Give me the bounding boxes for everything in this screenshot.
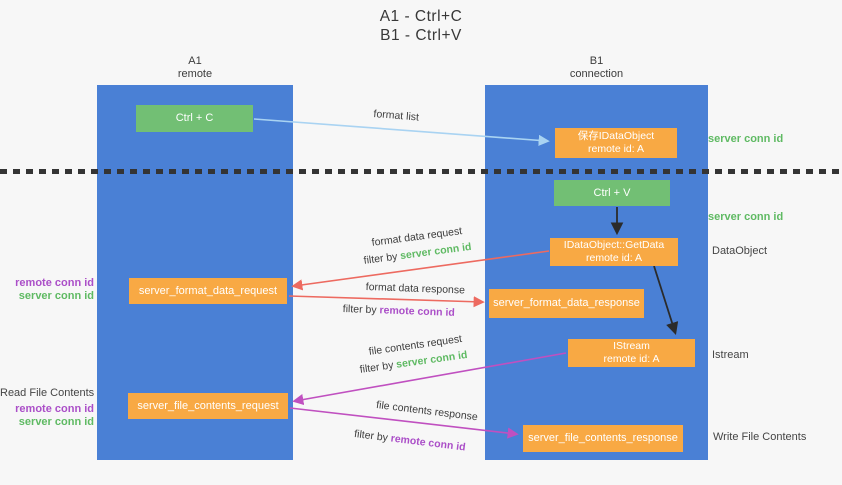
format-data-response-filter-label: filter by remote conn id <box>343 303 455 319</box>
save-idataobject-line2: remote id: A <box>587 143 645 155</box>
lifeline-b1-role: connection <box>569 68 624 80</box>
server-file-contents-response-node: server_file_contents_response <box>523 425 683 452</box>
ctrl-c-label: Ctrl + C <box>175 112 214 124</box>
filter-by-text: filter by <box>359 358 398 376</box>
session-divider <box>0 169 842 174</box>
diagram-title: A1 - Ctrl+C B1 - Ctrl+V <box>0 7 842 45</box>
ctrl-c-node: Ctrl + C <box>136 105 253 132</box>
lifeline-a1-name: A1 <box>188 55 202 67</box>
server-conn-id-annotation: server conn id <box>18 290 94 302</box>
format-data-response-arrow <box>288 295 485 308</box>
istream-line1: IStream <box>613 340 650 352</box>
read-file-contents-annotation: Read File Contents <box>0 387 95 399</box>
format-list-label: format list <box>373 108 420 124</box>
title-line-1: A1 - Ctrl+C <box>379 8 463 25</box>
format-data-response-label: format data response <box>365 281 466 297</box>
istream-annotation: Istream <box>712 349 749 361</box>
server-file-contents-response-label: server_file_contents_response <box>528 432 678 444</box>
server-conn-id-annotation: server conn id <box>18 416 94 428</box>
istream-line2: remote id: A <box>603 353 660 365</box>
server-file-contents-request-node: server_file_contents_request <box>128 393 288 419</box>
file-contents-response-filter-label: filter by remote conn id <box>354 428 467 454</box>
server-format-data-response-label: server_format_data_response <box>493 297 640 309</box>
remote-conn-id-text: remote conn id <box>390 432 467 454</box>
lifeline-b1-name: B1 <box>589 55 604 67</box>
server-conn-id-annotation-mid: server conn id <box>708 211 784 223</box>
server-conn-id-text: server conn id <box>399 240 473 263</box>
title-line-2: B1 - Ctrl+V <box>380 27 462 44</box>
filter-by-text: filter by <box>353 428 392 445</box>
file-conn-id-annotations: remote conn id server conn id <box>0 403 94 429</box>
save-idataobject-node: 保存IDataObject remote id: A <box>555 128 677 158</box>
lifeline-a1-role: remote <box>177 68 213 80</box>
file-contents-response-label: file contents response <box>375 399 479 424</box>
lifeline-a1-header: A1 remote <box>97 55 293 81</box>
dataobject-annotation: DataObject <box>712 245 768 257</box>
server-file-contents-request-label: server_file_contents_request <box>137 399 279 412</box>
write-file-contents-annotation: Write File Contents <box>713 431 807 443</box>
remote-conn-id-annotation: remote conn id <box>15 403 94 415</box>
server-format-data-response-node: server_format_data_response <box>489 289 644 318</box>
format-conn-id-annotations: remote conn id server conn id <box>0 277 94 303</box>
lifeline-b1-header: B1 connection <box>485 55 708 81</box>
getdata-node: IDataObject::GetData remote id: A <box>550 238 678 266</box>
remote-conn-id-text: remote conn id <box>379 304 455 319</box>
server-format-data-request-label: server_format_data_request <box>138 284 278 297</box>
filter-by-text: filter by <box>342 303 380 317</box>
getdata-line2: remote id: A <box>585 252 643 264</box>
istream-node: IStream remote id: A <box>568 339 695 367</box>
getdata-line1: IDataObject::GetData <box>563 239 665 251</box>
ctrl-v-node: Ctrl + V <box>554 180 670 206</box>
save-idataobject-line1: 保存IDataObject <box>577 130 655 142</box>
filter-by-text: filter by <box>363 250 402 267</box>
server-format-data-request-node: server_format_data_request <box>129 278 287 304</box>
server-conn-id-annotation-top: server conn id <box>708 133 784 145</box>
ctrl-v-label: Ctrl + V <box>593 186 631 199</box>
remote-conn-id-annotation: remote conn id <box>15 277 94 289</box>
